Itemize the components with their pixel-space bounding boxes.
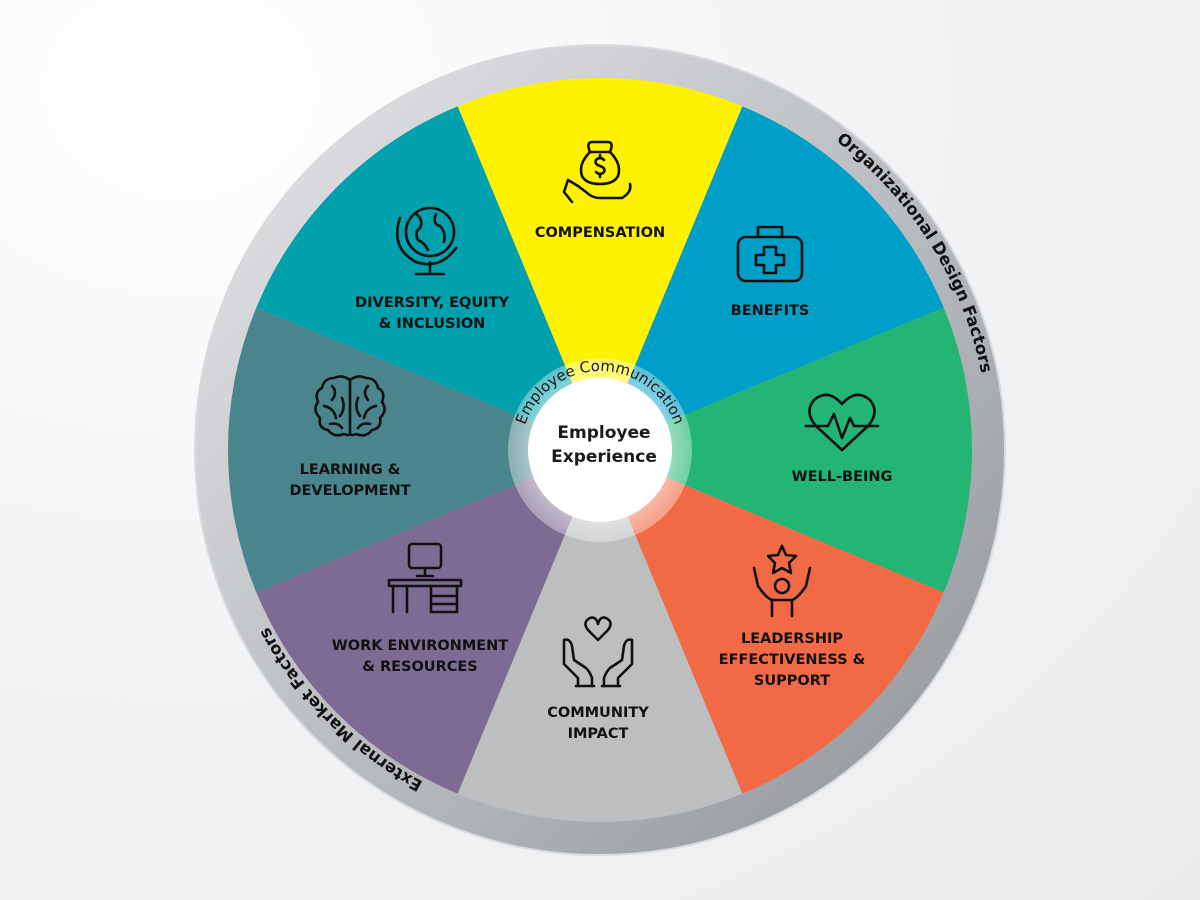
center-title-line2: Experience bbox=[551, 447, 657, 467]
segment-label-compensation: COMPENSATION bbox=[535, 225, 665, 241]
segment-learning bbox=[227, 307, 600, 593]
heart-pulse-icon bbox=[804, 393, 880, 452]
segment-label-well-being: WELL-BEING bbox=[792, 469, 893, 485]
segment-label-benefits: BENEFITS bbox=[731, 303, 810, 319]
segment-label-work-environment: & RESOURCES bbox=[362, 659, 477, 675]
brain-icon bbox=[314, 375, 386, 437]
segment-compensation bbox=[457, 78, 743, 451]
first-aid-kit-icon bbox=[736, 225, 804, 283]
center-title-line1: Employee bbox=[557, 423, 650, 443]
segment-label-diversity: & INCLUSION bbox=[379, 316, 486, 332]
money-bag-hand-icon bbox=[562, 140, 632, 204]
segment-label-leadership: EFFECTIVENESS & bbox=[719, 652, 866, 668]
segment-well-being bbox=[600, 307, 972, 593]
hands-heart-icon bbox=[562, 616, 634, 688]
segment-work-environment bbox=[256, 450, 600, 794]
segment-label-leadership: LEADERSHIP bbox=[741, 631, 843, 647]
segment-label-community-impact: IMPACT bbox=[568, 726, 629, 742]
segment-label-learning: DEVELOPMENT bbox=[289, 483, 410, 499]
segment-label-community-impact: COMMUNITY bbox=[547, 705, 649, 721]
segment-leadership bbox=[600, 450, 944, 794]
segment-label-diversity: DIVERSITY, EQUITY bbox=[355, 295, 509, 311]
segment-benefits bbox=[600, 106, 944, 451]
segment-label-work-environment: WORK ENVIRONMENT bbox=[332, 638, 509, 654]
segment-community-impact bbox=[457, 450, 743, 822]
desk-computer-icon bbox=[387, 542, 463, 614]
segment-label-leadership: SUPPORT bbox=[754, 673, 830, 689]
globe-icon bbox=[395, 206, 458, 276]
center-circle bbox=[528, 378, 672, 522]
segment-label-learning: LEARNING & bbox=[300, 462, 401, 478]
outer-ring-shadow bbox=[194, 44, 1006, 856]
segment-diversity bbox=[256, 106, 600, 451]
person-star-icon bbox=[752, 544, 812, 618]
